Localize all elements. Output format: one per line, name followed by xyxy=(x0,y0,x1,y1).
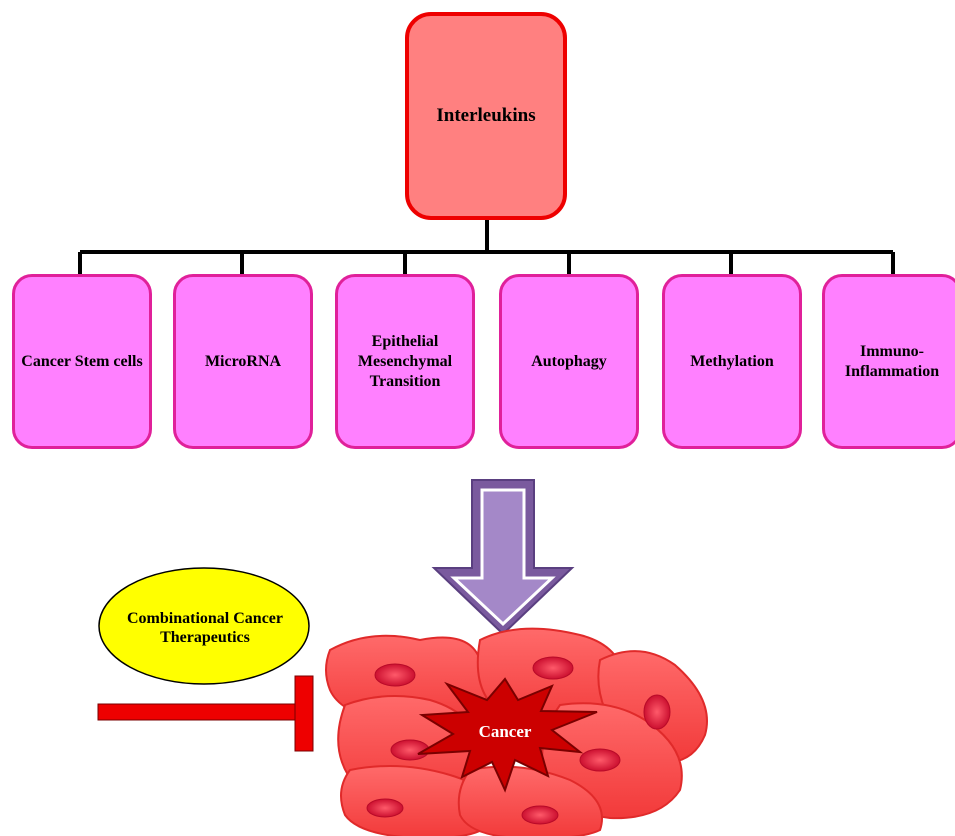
cell-6 xyxy=(340,765,497,836)
therapy-ellipse xyxy=(98,567,310,685)
inhibitor-symbol xyxy=(97,675,314,752)
immuno-inflammation-node: Immuno-Inflammation xyxy=(822,274,955,449)
microrna-node: MicroRNA xyxy=(173,274,313,449)
cancer-stem-cells-label: Cancer Stem cells xyxy=(21,352,143,370)
autophagy-label: Autophagy xyxy=(531,352,607,370)
down-arrow xyxy=(431,479,575,636)
inhibitor-bar xyxy=(294,675,314,752)
emt-label: Epithelial Mesenchymal Transition xyxy=(357,332,453,390)
methylation-node: Methylation xyxy=(662,274,802,449)
interleukins-node: Interleukins xyxy=(405,12,567,220)
cancer-label-container: Cancer xyxy=(425,712,585,752)
cancer-stem-cells-node: Cancer Stem cells xyxy=(12,274,152,449)
inhibitor-shaft xyxy=(97,703,309,721)
methylation-label: Methylation xyxy=(690,352,774,370)
therapy-label: Combinational Cancer Therapeutics xyxy=(127,609,283,646)
connector-lines xyxy=(78,220,895,274)
cell-nuclei xyxy=(366,656,671,825)
emt-node: Epithelial Mesenchymal Transition xyxy=(335,274,475,449)
therapy-label-container: Combinational Cancer Therapeutics xyxy=(100,583,310,673)
cancer-burst-icon xyxy=(417,677,598,793)
interleukins-label: Interleukins xyxy=(436,105,536,126)
cancer-label: Cancer xyxy=(478,722,532,741)
autophagy-node: Autophagy xyxy=(499,274,639,449)
immuno-inflammation-label: Immuno-Inflammation xyxy=(844,342,940,380)
microrna-label: MicroRNA xyxy=(204,352,282,370)
